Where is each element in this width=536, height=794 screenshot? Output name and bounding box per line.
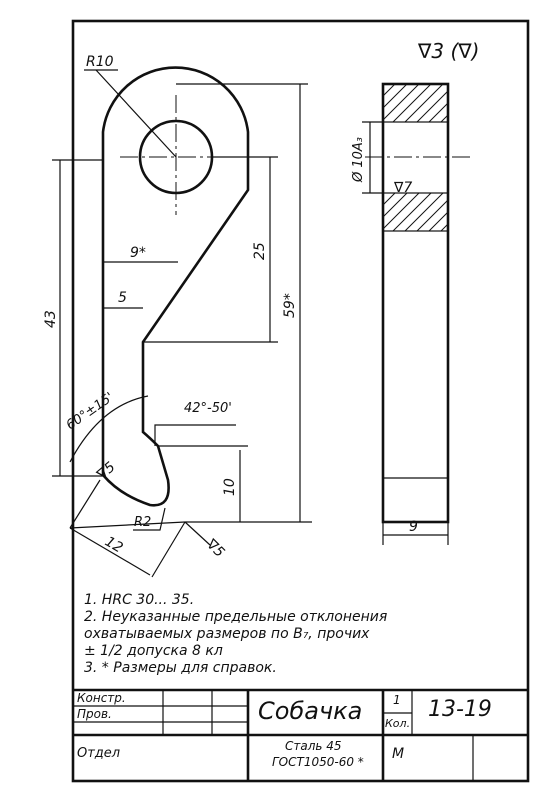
rough-5a: ∇5 — [94, 459, 119, 484]
drawing-frame — [71, 19, 530, 783]
dim-ang42: 42°-50' — [184, 401, 232, 416]
note-line: 2. Неуказанные предельные отклонения — [84, 609, 388, 625]
part-outline — [101, 66, 250, 507]
side-hatch-bottom — [382, 192, 449, 232]
tb-prov-label: Пров. — [77, 707, 112, 721]
dim-side-9: 9 — [409, 519, 418, 535]
dim-r10: R10 — [86, 54, 114, 70]
rough-7: ∇7 — [393, 180, 412, 196]
dim-59: 59* — [282, 293, 298, 318]
dim-9: 9* — [130, 245, 146, 261]
side-view-outline — [381, 82, 450, 524]
dim-ang60: 60°±15' — [64, 390, 117, 433]
tb-otdel-label: Отдел — [77, 746, 121, 761]
tb-material-2: ГОСТ1050-60 * — [272, 755, 364, 769]
side-hatch-top — [382, 83, 449, 123]
dim-43: 43 — [43, 310, 59, 328]
note-line: охватываемых размеров по В₇, прочих — [84, 626, 370, 642]
dim-phi: Ø 10A₃ — [351, 137, 366, 183]
tb-material-1: Сталь 45 — [285, 739, 342, 753]
r10-leader — [95, 69, 177, 158]
note-line: 1. HRC 30... 35. — [84, 592, 195, 608]
dim-10: 10 — [222, 478, 238, 496]
tb-part-name: Собачка — [258, 697, 363, 725]
tb-qty-label: Кол. — [385, 717, 411, 730]
tb-drawing-number: 13-19 — [428, 697, 492, 722]
dim-5: 5 — [118, 290, 127, 306]
hatch-lines-top — [382, 83, 449, 123]
note-line: 3. * Размеры для справок. — [84, 660, 277, 676]
dim-12: 12 — [102, 534, 126, 557]
note-line: ± 1/2 допуска 8 кл — [84, 643, 223, 659]
technical-notes: 1. HRC 30... 35. 2. Неуказанные предельн… — [84, 592, 484, 677]
title-block-grid — [73, 688, 528, 781]
roughness-general: ∇3 (∇) — [417, 39, 479, 63]
r2-leader — [133, 507, 166, 531]
hatch-lines-bottom — [382, 192, 449, 232]
rough-5b: ∇5 — [202, 536, 227, 561]
dim-25: 25 — [252, 242, 268, 260]
dim-12-line — [69, 527, 151, 576]
tb-konstr-label: Констр. — [77, 691, 126, 705]
tb-qty: 1 — [393, 693, 401, 707]
ang42-leader — [154, 424, 236, 446]
ang60-arc — [69, 395, 149, 463]
tb-scale-label: М — [392, 746, 405, 762]
dim-r2: R2 — [134, 515, 151, 530]
